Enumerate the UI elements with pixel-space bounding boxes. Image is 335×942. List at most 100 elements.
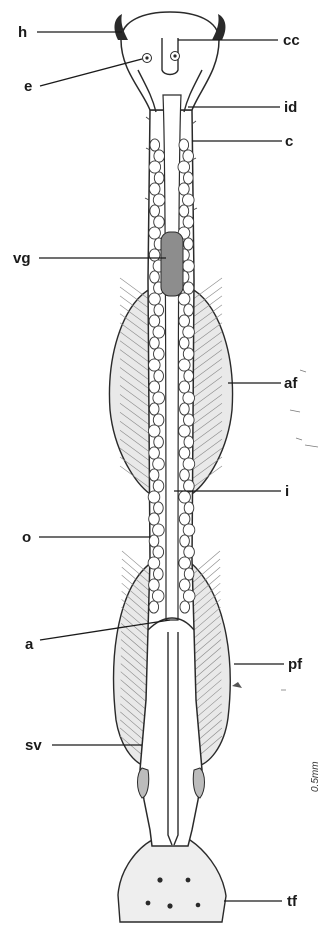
oocyte [149,315,160,327]
oocyte [148,557,160,569]
oocyte [149,227,161,239]
oocyte [153,546,164,558]
label-cc: cc [283,32,300,49]
oocyte [149,447,160,459]
oocyte [149,403,159,415]
oocyte [184,436,194,448]
oocyte [153,414,164,426]
oocyte [179,183,190,195]
oocyte [184,238,194,250]
oocyte [154,502,164,514]
label-e: e [24,78,32,95]
oocyte [149,161,161,173]
oocyte [183,458,195,470]
oocyte [149,293,161,305]
oocyte [153,194,165,206]
oocyte [179,381,190,393]
oocyte [179,315,190,327]
oocyte [154,216,165,228]
oocyte [178,293,190,305]
label-a: a [25,636,34,653]
oocyte [183,590,195,602]
oocyte [154,370,164,382]
oocyte [154,436,164,448]
intestine [163,95,181,620]
oocyte [154,348,165,360]
oocyte [183,194,195,206]
oocyte [149,535,159,547]
oocyte [184,370,194,382]
oocyte [154,304,164,316]
oocyte [149,381,160,393]
oocyte [150,337,160,349]
oocyte [153,524,165,536]
oocyte [183,150,194,162]
ventral-ganglion [161,232,183,296]
scale-bar-text: 0.5mm [310,761,321,792]
tail-fin [118,840,226,922]
oocyte [183,216,194,228]
anterior-fin-right [190,288,233,494]
oocyte [153,458,165,470]
oocyte [149,469,159,481]
oocyte [150,205,160,217]
oocyte [179,139,189,151]
anterior-fin-left [109,288,152,494]
oocyte [183,392,195,404]
oocyte [180,601,190,613]
label-id: id [284,99,297,116]
oocyte [179,205,189,217]
oocyte [183,524,195,536]
oocyte [184,502,194,514]
oocyte [149,601,159,613]
oocyte [184,568,194,580]
oocyte [179,513,190,525]
oocyte [179,579,190,591]
oocyte [154,568,164,580]
oocyte [184,546,195,558]
oocyte [150,271,160,283]
label-af: af [284,375,298,392]
oocyte [150,139,160,151]
oocyte [148,491,160,503]
oocyte [183,260,195,272]
oocyte [149,183,160,195]
oocyte [149,513,160,525]
oocyte [149,249,160,261]
oocyte [180,403,190,415]
oocyte [178,161,190,173]
oocyte [179,337,189,349]
label-sv: sv [25,737,42,754]
oocyte [153,480,164,492]
fin-ray [192,278,222,300]
oocyte [149,359,161,371]
label-tf: tf [287,893,298,910]
stray-marks [232,370,318,690]
oocyte [183,348,194,360]
oocyte [180,469,190,481]
oocyte [184,414,195,426]
oocyte [152,590,164,602]
label-c: c [285,133,293,150]
oocyte [179,491,191,503]
oocyte [154,172,164,184]
oocyte [179,557,191,569]
label-pf: pf [288,656,303,673]
oocyte [184,172,194,184]
oocyte [179,359,191,371]
fin-ray [120,278,150,300]
oocyte [179,425,191,437]
oocyte [154,150,165,162]
label-h: h [18,24,27,41]
oocyte [183,326,195,338]
label-vg: vg [13,250,31,267]
oocyte [153,326,165,338]
oocyte [184,304,194,316]
oocyte [180,535,190,547]
oocyte [183,282,194,294]
oocyte [153,392,165,404]
oocyte [148,425,160,437]
label-i: i [285,483,289,500]
